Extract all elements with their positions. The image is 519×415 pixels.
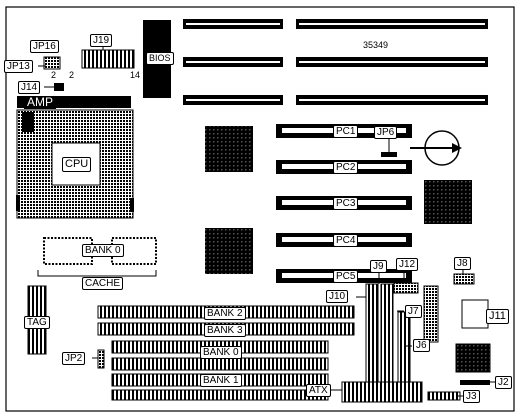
j14-label: J14 <box>18 81 41 94</box>
jp13-label: JP13 <box>4 60 33 73</box>
jp16-jumper <box>43 56 61 70</box>
cache-bank0-label: BANK 0 <box>82 244 124 257</box>
amp-label: AMP <box>24 96 57 109</box>
pc5-label: PC5 <box>333 270 359 283</box>
pc3-label: PC3 <box>333 197 359 210</box>
j8-header <box>453 273 475 285</box>
pc2-label: PC2 <box>333 161 359 174</box>
j7-label: J7 <box>405 305 422 318</box>
jp16-label: JP16 <box>30 40 59 53</box>
j12-label: J12 <box>396 258 419 271</box>
j9-label: J9 <box>370 260 387 273</box>
pin-2b-label: 2 <box>69 70 75 80</box>
bank2-label: BANK 2 <box>204 307 246 320</box>
pin-14-label: 14 <box>130 70 141 80</box>
j12-header <box>393 282 419 294</box>
tag-label: TAG <box>24 316 50 329</box>
j11-label: J11 <box>486 309 509 324</box>
j6-label: J6 <box>413 339 430 352</box>
j10-label: J10 <box>326 290 349 303</box>
cache-bracket <box>37 270 157 277</box>
jp6-label: JP6 <box>374 126 398 139</box>
isa-slots <box>183 19 488 105</box>
bank1-label: BANK 1 <box>200 374 242 387</box>
atx-power-connector <box>341 381 423 403</box>
bank3-label: BANK 3 <box>204 324 246 337</box>
j2-header <box>460 380 490 385</box>
pc4-label: PC4 <box>333 234 359 247</box>
chipset-chip-2 <box>205 228 253 274</box>
cache-label: CACHE <box>82 277 124 290</box>
board-outline <box>5 6 515 412</box>
j3-header <box>427 391 461 401</box>
pin-2a-label: 2 <box>51 70 57 80</box>
j8-label: J8 <box>454 257 471 270</box>
jp2-label: JP2 <box>62 352 86 365</box>
part-number: 35349 <box>363 40 389 50</box>
atx-label: ATX <box>306 384 331 397</box>
bank0-label: BANK 0 <box>200 346 242 359</box>
jp2-jumper <box>97 349 105 369</box>
j2-label: J2 <box>495 376 512 389</box>
j19-label: J19 <box>90 34 113 47</box>
io-connectors <box>423 285 491 373</box>
j3-label: J3 <box>463 390 480 403</box>
pc1-label: PC1 <box>333 125 359 138</box>
leader-lines <box>38 45 495 397</box>
j14-connector <box>54 83 64 91</box>
j19-header <box>81 49 135 69</box>
chipset-chip-3 <box>424 180 472 224</box>
battery <box>410 130 462 166</box>
jp6-jumper <box>381 152 397 157</box>
ide-floppy-headers <box>365 283 411 393</box>
bios-label: BIOS <box>146 52 174 65</box>
cpu-label: CPU <box>62 157 92 172</box>
chipset-chip-1 <box>205 126 253 172</box>
